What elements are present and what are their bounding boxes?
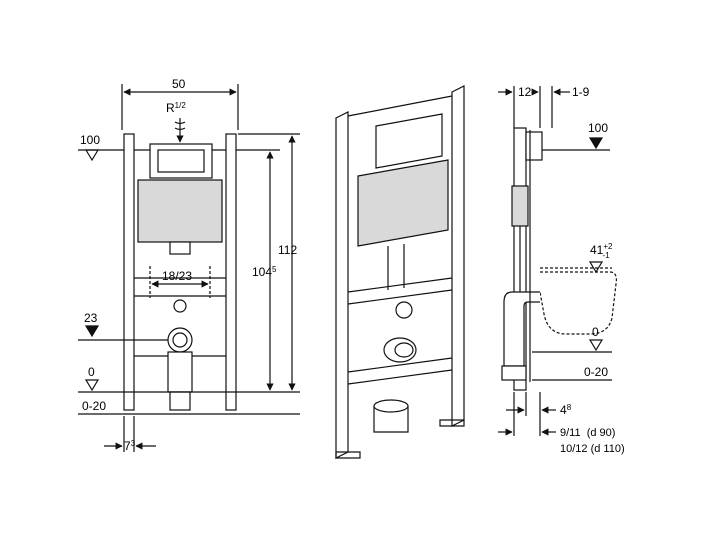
inner-height-label: 1045	[252, 265, 277, 279]
waste-pipe-end	[169, 391, 191, 411]
persp-left-foot	[335, 451, 361, 459]
floor-offset-label: 0-20	[82, 399, 106, 413]
waste-level-triangle	[84, 325, 100, 338]
persp-top-rail	[347, 95, 453, 117]
persp-flush-pipe	[387, 244, 405, 290]
persp-waste-connector-inner	[394, 342, 414, 358]
persp-right-foot	[439, 419, 465, 427]
persp-left-upright	[335, 111, 349, 459]
cistern	[137, 179, 223, 243]
front-view-labels: 50 R1/2 100 1045 112 18/23 23 0 0-20 73	[80, 77, 297, 453]
side-flush-plate	[525, 131, 543, 161]
side-view-labels: 12 1-9 100 41+2-1 0 0-20 48 9/11 (d 90) …	[518, 85, 625, 455]
side-cistern	[511, 185, 529, 227]
persp-cross-rail-2	[347, 357, 453, 385]
seat-height-label: 41+2-1	[590, 242, 613, 260]
persp-flush-plate	[375, 113, 443, 169]
persp-right-upright	[451, 85, 465, 427]
side-view	[498, 86, 617, 436]
side-top-level-label: 100	[588, 121, 608, 135]
bolt-spacing-label: 18/23	[162, 269, 192, 283]
side-waste-outlet	[501, 365, 527, 381]
side-seat-triangle	[588, 261, 604, 274]
width-label: 50	[172, 77, 186, 91]
side-wc-bowl-outline	[539, 271, 617, 335]
supply-connector	[173, 299, 187, 313]
waste-pipe	[167, 351, 193, 393]
outlet-label-d90: 9/11 (d 90)	[560, 427, 615, 439]
persp-waste-bend-top	[373, 399, 409, 413]
floor-level-triangle	[84, 379, 100, 392]
side-floor-offset-label: 0-20	[584, 365, 608, 379]
side-top-level-triangle	[588, 137, 604, 150]
waste-level-label: 23	[84, 311, 98, 325]
persp-cross-rail-1	[347, 277, 453, 305]
flush-pipe	[169, 241, 191, 255]
foot-label: 73	[124, 439, 136, 453]
top-level-triangle	[84, 149, 100, 162]
frame-right-upright	[225, 133, 237, 411]
side-floor-triangle	[588, 339, 604, 352]
depth-range-label: 1-9	[572, 85, 590, 99]
side-waste-bend	[503, 291, 540, 367]
front-view	[78, 84, 300, 452]
inlet-label: R1/2	[166, 101, 186, 115]
bottom-offset-label: 48	[560, 403, 572, 417]
side-floor-label: 0	[592, 325, 599, 339]
total-height-label: 112	[278, 243, 297, 257]
depth-label: 12	[518, 85, 532, 99]
persp-cistern	[357, 159, 449, 247]
flush-button-recess	[157, 149, 205, 173]
frame-left-upright	[123, 133, 135, 411]
persp-supply-connector	[395, 301, 413, 319]
perspective-view	[335, 85, 465, 459]
outlet-label-d110: 10/12 (d 110)	[560, 443, 625, 455]
floor-label: 0	[88, 365, 95, 379]
waste-connector-inner	[172, 332, 188, 348]
top-level-label: 100	[80, 133, 100, 147]
inlet-thread-icon	[174, 121, 186, 131]
